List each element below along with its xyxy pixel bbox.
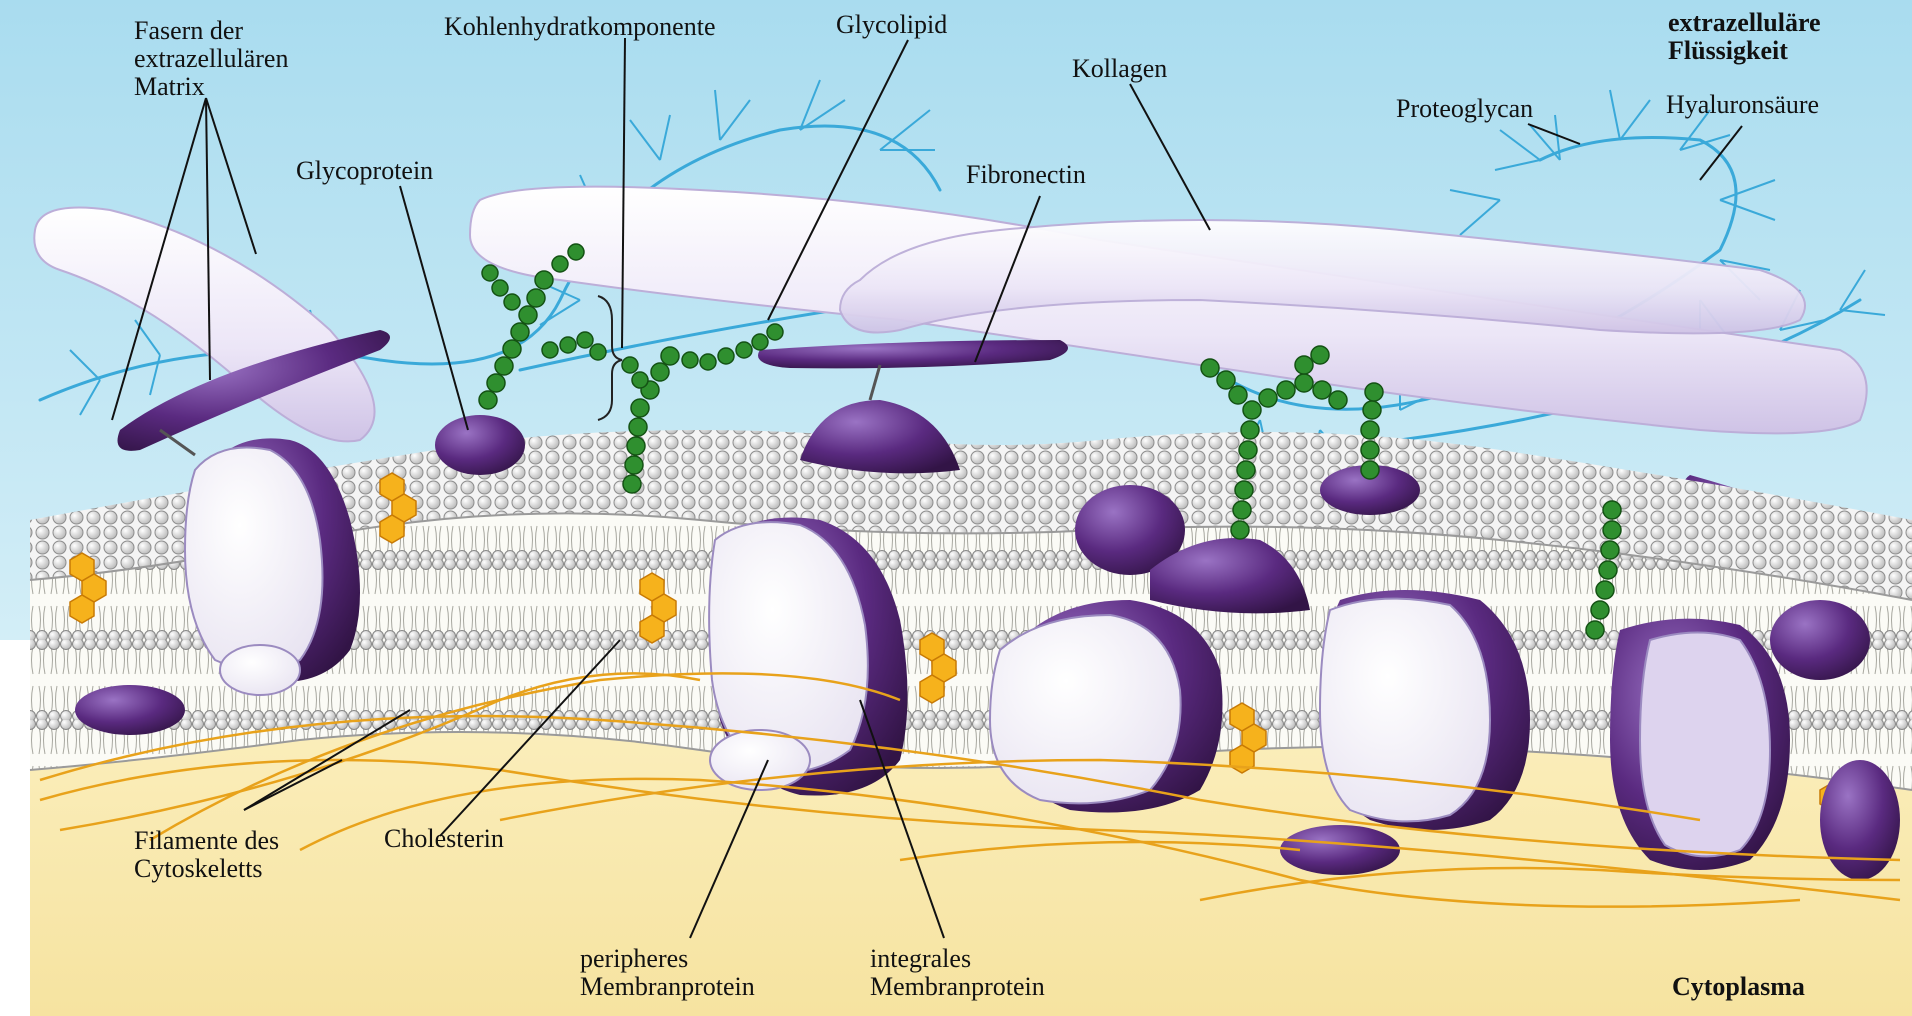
label-ecm-fibers-line3: Matrix: [134, 72, 205, 101]
label-glycolipid: Glycolipid: [836, 10, 947, 39]
label-cytoskeleton-line1: Filamente des: [134, 826, 279, 855]
label-peripheral-protein-line2: Membranprotein: [580, 972, 755, 1001]
label-integral-protein-line2: Membranprotein: [870, 972, 1045, 1001]
label-hyaluronic-acid: Hyaluronsäure: [1666, 90, 1819, 119]
label-collagen: Kollagen: [1072, 54, 1167, 83]
label-cytoskeleton-line2: Cytoskeletts: [134, 854, 263, 883]
label-cholesterol: Cholesterin: [384, 824, 504, 853]
label-glycoprotein: Glycoprotein: [296, 156, 433, 185]
label-integral-protein-line1: integrales: [870, 944, 971, 973]
label-extracellular-fluid-line2: Flüssigkeit: [1668, 36, 1788, 65]
label-ecm-fibers-line1: Fasern der: [134, 16, 243, 45]
label-fibronectin: Fibronectin: [966, 160, 1086, 189]
label-carbohydrate: Kohlenhydratkomponente: [444, 12, 716, 41]
label-extracellular-fluid-line1: extrazelluläre: [1668, 8, 1821, 37]
label-ecm-fibers-line2: extrazellulären: [134, 44, 288, 73]
label-cytoplasm: Cytoplasma: [1672, 972, 1805, 1001]
label-proteoglycan: Proteoglycan: [1396, 94, 1533, 123]
label-peripheral-protein-line1: peripheres: [580, 944, 688, 973]
